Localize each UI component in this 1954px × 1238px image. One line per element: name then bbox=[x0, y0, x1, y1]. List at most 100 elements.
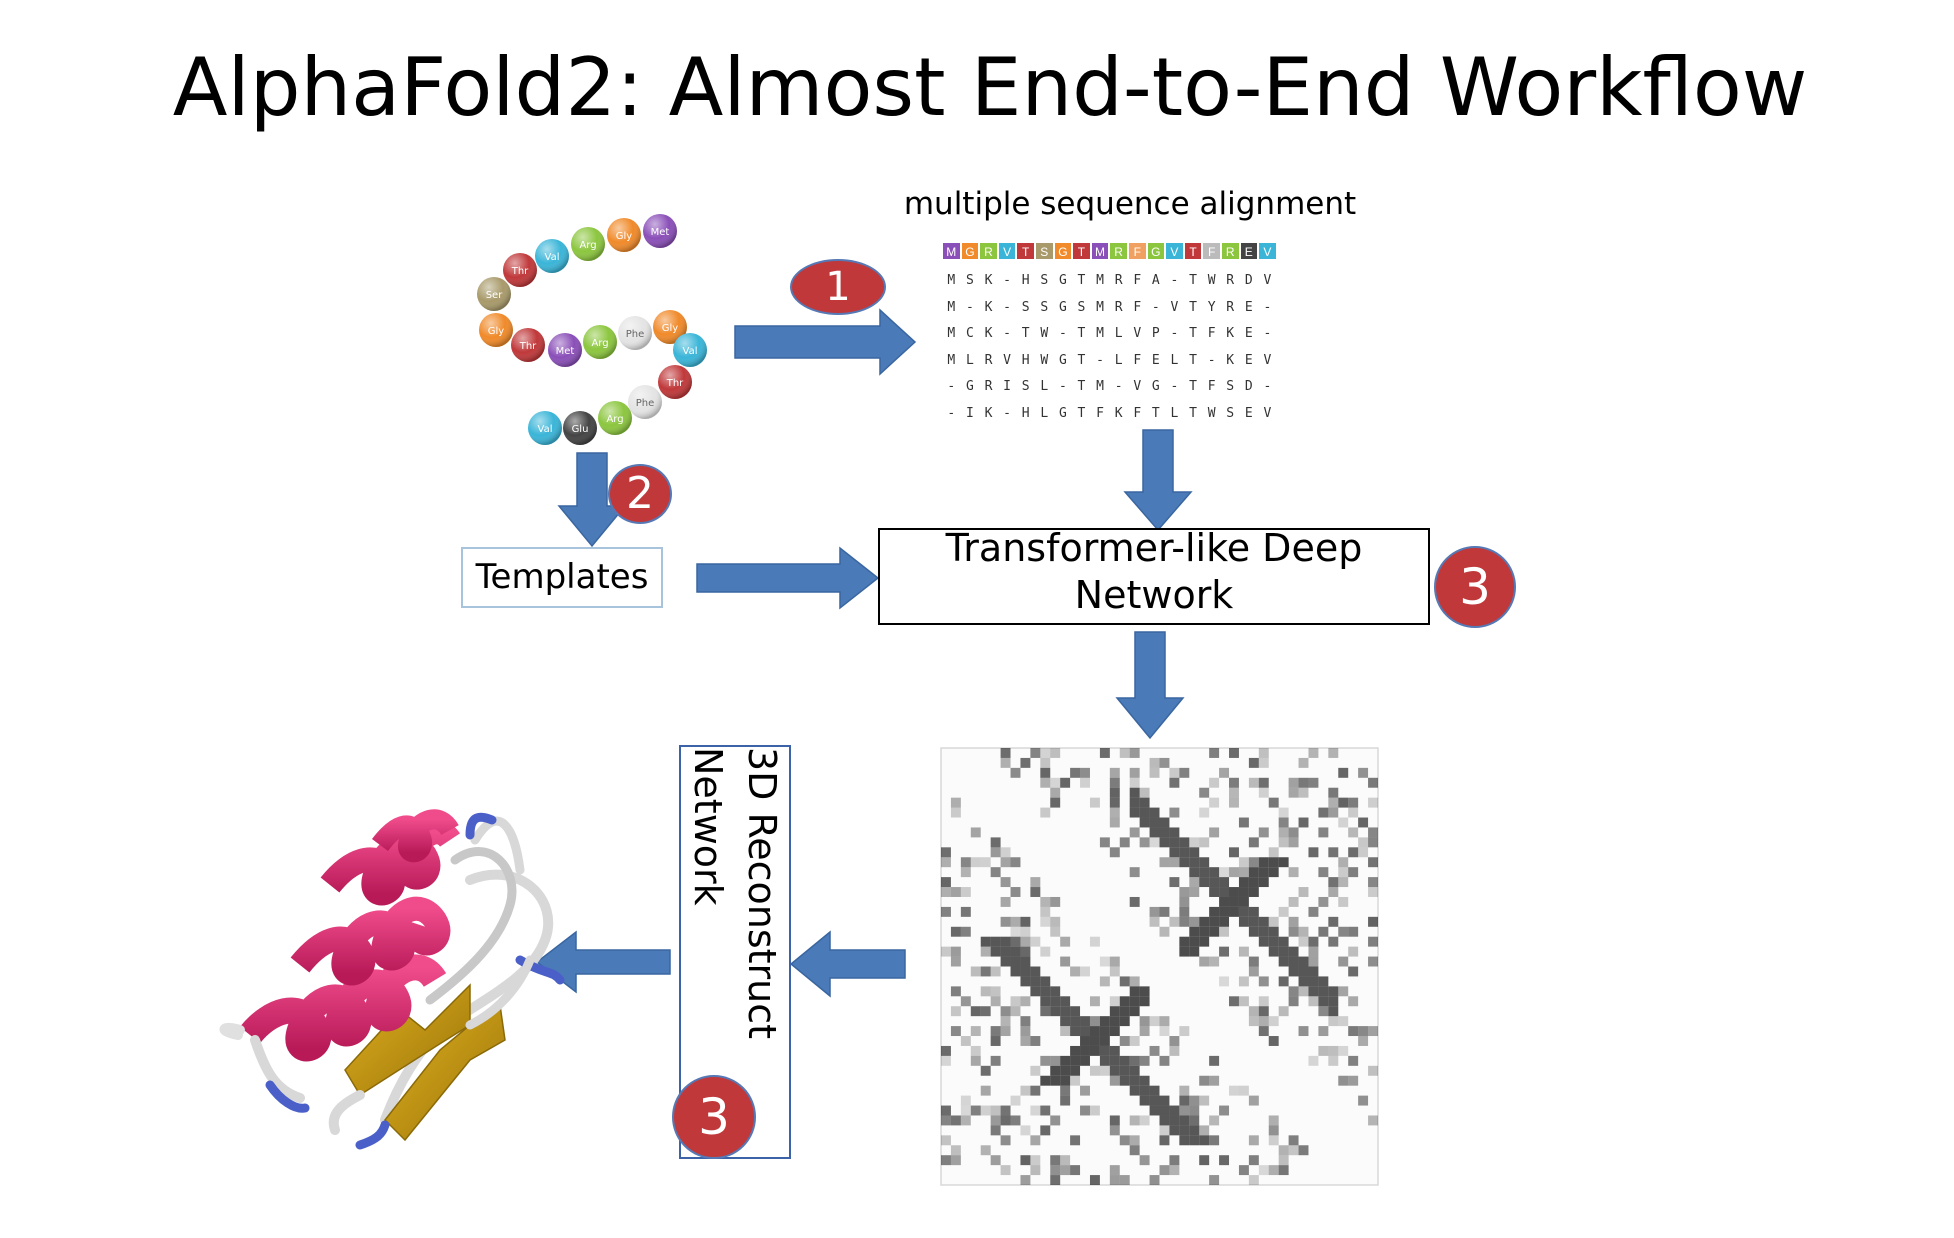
msa-residue: - bbox=[1170, 379, 1179, 394]
contact-cell bbox=[1258, 916, 1269, 927]
contact-cell bbox=[1209, 887, 1220, 897]
contact-cell bbox=[1040, 986, 1051, 997]
contact-cell bbox=[1278, 1006, 1289, 1017]
contact-cell bbox=[1318, 807, 1329, 818]
contact-cell bbox=[1209, 1135, 1220, 1146]
contact-cell bbox=[1050, 777, 1061, 788]
contact-cell bbox=[1189, 1105, 1200, 1116]
contact-cell bbox=[1070, 767, 1081, 778]
contact-cell bbox=[1129, 976, 1140, 987]
contact-cell bbox=[1099, 976, 1110, 987]
contact-cell bbox=[1119, 748, 1130, 758]
msa-residue: M bbox=[947, 273, 956, 288]
contact-cell bbox=[1368, 956, 1378, 967]
msa-residue: K bbox=[984, 405, 993, 421]
contact-cell bbox=[1288, 956, 1299, 967]
contact-cell bbox=[1149, 807, 1160, 818]
contact-cell bbox=[1298, 1026, 1309, 1037]
arrow-msa-to-transformer bbox=[1123, 429, 1193, 532]
contact-cell bbox=[1189, 857, 1200, 868]
msa-residue: - bbox=[947, 379, 956, 394]
contact-cell bbox=[950, 1155, 961, 1166]
contact-cell bbox=[1040, 777, 1051, 788]
msa-residue: I bbox=[1003, 379, 1011, 394]
contact-cell bbox=[1338, 817, 1349, 828]
contact-cell bbox=[1179, 946, 1190, 957]
contact-cell bbox=[1209, 1055, 1220, 1066]
contact-cell bbox=[1189, 1125, 1200, 1136]
contact-cell bbox=[1338, 1045, 1349, 1056]
msa-residue: W bbox=[1207, 273, 1216, 288]
contact-cell bbox=[1229, 996, 1239, 1007]
residue-bead: Val bbox=[673, 333, 707, 367]
contact-cell bbox=[1248, 857, 1259, 868]
msa-residue: - bbox=[1207, 352, 1216, 368]
msa-residue: T bbox=[1077, 273, 1086, 288]
contact-cell bbox=[1010, 1006, 1021, 1017]
contact-cell bbox=[960, 906, 971, 917]
contact-cell bbox=[1129, 748, 1140, 758]
contact-cell bbox=[1199, 1095, 1210, 1106]
contact-cell bbox=[1258, 976, 1269, 987]
msa-residue: S bbox=[1077, 299, 1086, 315]
contact-cell bbox=[1248, 877, 1259, 888]
contact-cell bbox=[1308, 748, 1319, 758]
contact-cell bbox=[1080, 1026, 1090, 1037]
contact-cell bbox=[1159, 1026, 1170, 1037]
msa-residue: V bbox=[1003, 352, 1011, 368]
contact-cell bbox=[950, 926, 961, 937]
contact-cell bbox=[950, 807, 961, 818]
step-badge-msa: 1 bbox=[790, 259, 886, 315]
contact-cell bbox=[1189, 916, 1200, 927]
contact-cell bbox=[1050, 1006, 1061, 1017]
contact-cell bbox=[1308, 946, 1319, 957]
contact-cell bbox=[1139, 1055, 1150, 1066]
msa-residue: S bbox=[965, 273, 974, 288]
contact-cell bbox=[1050, 1155, 1061, 1166]
contact-cell bbox=[1099, 956, 1110, 967]
contact-cell bbox=[1000, 757, 1011, 768]
contact-cell bbox=[1189, 1095, 1200, 1106]
contact-cell bbox=[1238, 1085, 1249, 1096]
contact-cell bbox=[1308, 986, 1319, 997]
contact-cell bbox=[1248, 926, 1259, 937]
residue-bead: Thr bbox=[511, 328, 545, 362]
contact-cell bbox=[1179, 896, 1190, 907]
contact-cell bbox=[1040, 748, 1051, 758]
contact-cell bbox=[1199, 1135, 1210, 1146]
contact-cell bbox=[1278, 906, 1289, 917]
contact-cell bbox=[1060, 1065, 1071, 1076]
contact-cell bbox=[1159, 1105, 1170, 1116]
contact-cell bbox=[1010, 956, 1021, 967]
contact-cell bbox=[1229, 777, 1239, 788]
contact-cell bbox=[1149, 757, 1160, 768]
contact-cell bbox=[1368, 1065, 1378, 1076]
contact-cell bbox=[1050, 1115, 1061, 1126]
contact-cell bbox=[1139, 1016, 1150, 1027]
msa-residue: V bbox=[1263, 273, 1272, 288]
contact-cell bbox=[1308, 976, 1319, 987]
msa-residue: G bbox=[965, 379, 974, 394]
msa-residue: L bbox=[1170, 405, 1179, 421]
contact-cell bbox=[1318, 996, 1329, 1007]
contact-cell bbox=[1348, 966, 1359, 977]
msa-residue: - bbox=[1096, 352, 1104, 368]
msa-residue: V bbox=[1263, 405, 1272, 421]
contact-cell bbox=[960, 996, 971, 1007]
contact-cell bbox=[1149, 1045, 1160, 1056]
residue-bead: Thr bbox=[658, 365, 692, 399]
contact-cell bbox=[1358, 1095, 1369, 1106]
contact-cell bbox=[1248, 1006, 1259, 1017]
contact-cell bbox=[1010, 1095, 1021, 1106]
contact-cell bbox=[1159, 1115, 1170, 1126]
contact-cell bbox=[1189, 877, 1200, 888]
residue-bead: Phe bbox=[618, 316, 652, 350]
contact-cell bbox=[1189, 887, 1200, 897]
contact-cell bbox=[1348, 946, 1359, 957]
msa-residue: K bbox=[1226, 352, 1235, 368]
msa-residue: D bbox=[1244, 273, 1253, 288]
contact-cell bbox=[1268, 946, 1279, 957]
contact-cell bbox=[1030, 748, 1041, 758]
